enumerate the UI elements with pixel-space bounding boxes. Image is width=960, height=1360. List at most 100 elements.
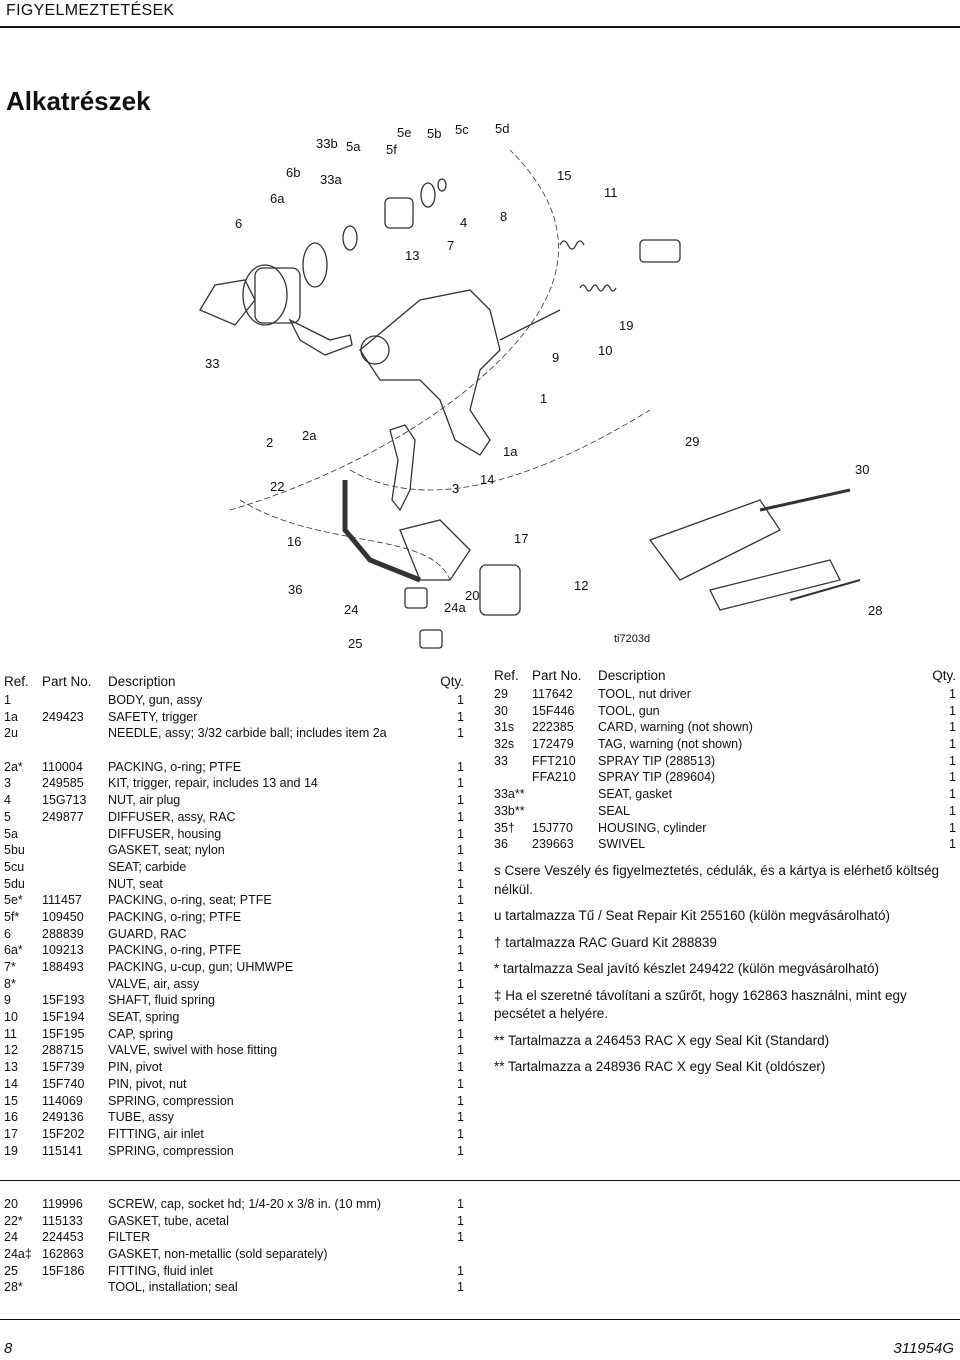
- gun-nozzle-part: [360, 335, 390, 365]
- cell-description: SPRAY TIP (288513): [598, 753, 716, 768]
- cell-ref: 9: [4, 993, 11, 1008]
- filter-part: [399, 519, 471, 581]
- cell-ref: 24a‡: [4, 1247, 32, 1262]
- cell-qty: 1: [949, 720, 956, 735]
- cell-part-no: 15J770: [532, 820, 574, 835]
- cell-description: SPRING, compression: [108, 1143, 234, 1158]
- cell-ref: 36: [494, 837, 508, 852]
- cell-part-no: 15F194: [42, 1010, 85, 1025]
- callout-label: 25: [348, 636, 362, 651]
- cell-ref: 5cu: [4, 859, 25, 874]
- cell-description: TAG, warning (not shown): [598, 737, 743, 752]
- cell-qty: 1: [457, 1110, 464, 1125]
- cell-part-no: 15F740: [42, 1076, 85, 1091]
- cell-part-no: 15F446: [532, 703, 575, 718]
- header-part-no: Part No.: [42, 674, 92, 689]
- cell-part-no: 249877: [42, 809, 84, 824]
- document-number: 311954G: [893, 1340, 954, 1357]
- footer-rule: [0, 1319, 960, 1320]
- cell-ref: 11: [4, 1026, 17, 1041]
- cell-description: HOUSING, cylinder: [598, 820, 707, 835]
- o-ring-part: [302, 242, 328, 288]
- cell-qty: 1: [457, 1060, 464, 1075]
- callout-label: 19: [619, 318, 633, 333]
- running-header: FIGYELMEZTETÉSEK: [0, 0, 960, 24]
- guard-ring-part: [242, 264, 288, 326]
- cell-description: SEAL: [598, 803, 630, 818]
- callout-label: 29: [685, 434, 699, 449]
- cell-description: SPRAY TIP (289604): [598, 770, 716, 785]
- cell-qty: 1: [457, 960, 464, 975]
- footnote: ** Tartalmazza a 246453 RAC X egy Seal K…: [494, 1032, 830, 1048]
- cell-part-no: 249585: [42, 776, 84, 791]
- cell-description: PIN, pivot: [108, 1060, 163, 1075]
- callout-label: 33b: [316, 136, 338, 151]
- cell-description: TOOL, nut driver: [598, 687, 691, 701]
- cell-description: NUT, seat: [108, 876, 163, 891]
- cell-qty: 1: [457, 893, 464, 908]
- cell-description: SWIVEL: [598, 837, 646, 852]
- cell-part-no: 119996: [42, 1197, 83, 1211]
- cell-description: PACKING, o-ring; PTFE: [108, 759, 242, 774]
- callout-label: 5f: [386, 142, 397, 157]
- callout-label: 5d: [495, 121, 509, 136]
- callout-label: 5b: [427, 126, 441, 141]
- callout-label: 13: [405, 248, 419, 263]
- cell-ref: 33a**: [494, 787, 525, 802]
- cell-part-no: 115133: [42, 1213, 83, 1228]
- header-rule: [0, 26, 960, 28]
- callout-label: 15: [557, 168, 571, 183]
- cell-part-no: 15F186: [42, 1263, 85, 1278]
- cell-description: TOOL, gun: [598, 703, 660, 718]
- cell-description: PACKING, u-cup, gun; UHMWPE: [108, 960, 294, 975]
- cell-description: NUT, air plug: [108, 793, 181, 808]
- cell-qty: 1: [457, 859, 464, 874]
- callout-label: 3: [452, 481, 459, 496]
- table-header: Ref. Part No. Description Qty.: [494, 668, 956, 686]
- cell-description: GASKET, tube, acetal: [108, 1213, 229, 1228]
- spring-part: [579, 284, 617, 292]
- assembly-line: [229, 149, 559, 511]
- wrench-tool-part: [709, 559, 841, 611]
- cell-description: SEAT, gasket: [598, 787, 673, 802]
- cell-qty: 1: [457, 1143, 464, 1158]
- callout-label: 28: [868, 603, 882, 618]
- cell-ref: 6: [4, 926, 11, 941]
- callout-label: 16: [287, 534, 301, 549]
- cell-part-no: 188493: [42, 960, 84, 975]
- footnote: ‡ Ha el szeretné távolítani a szűrőt, ho…: [494, 987, 907, 1022]
- header-qty: Qty.: [440, 674, 464, 689]
- cell-description: VALVE, swivel with hose fitting: [108, 1043, 278, 1058]
- callout-label: 6a: [270, 191, 285, 206]
- callout-label: 1: [540, 391, 547, 406]
- cell-ref: 3: [4, 776, 11, 791]
- cell-part-no: 15G713: [42, 793, 87, 808]
- header-ref: Ref.: [494, 668, 519, 683]
- cell-ref: 14: [4, 1076, 18, 1091]
- cell-qty: 1: [457, 709, 464, 724]
- cell-ref: 7*: [4, 960, 16, 975]
- cell-part-no: 110004: [42, 759, 83, 774]
- cell-qty: 1: [457, 1043, 464, 1058]
- callout-label: 6b: [286, 165, 300, 180]
- cell-qty: 1: [949, 820, 956, 835]
- cell-part-no: 249136: [42, 1110, 84, 1125]
